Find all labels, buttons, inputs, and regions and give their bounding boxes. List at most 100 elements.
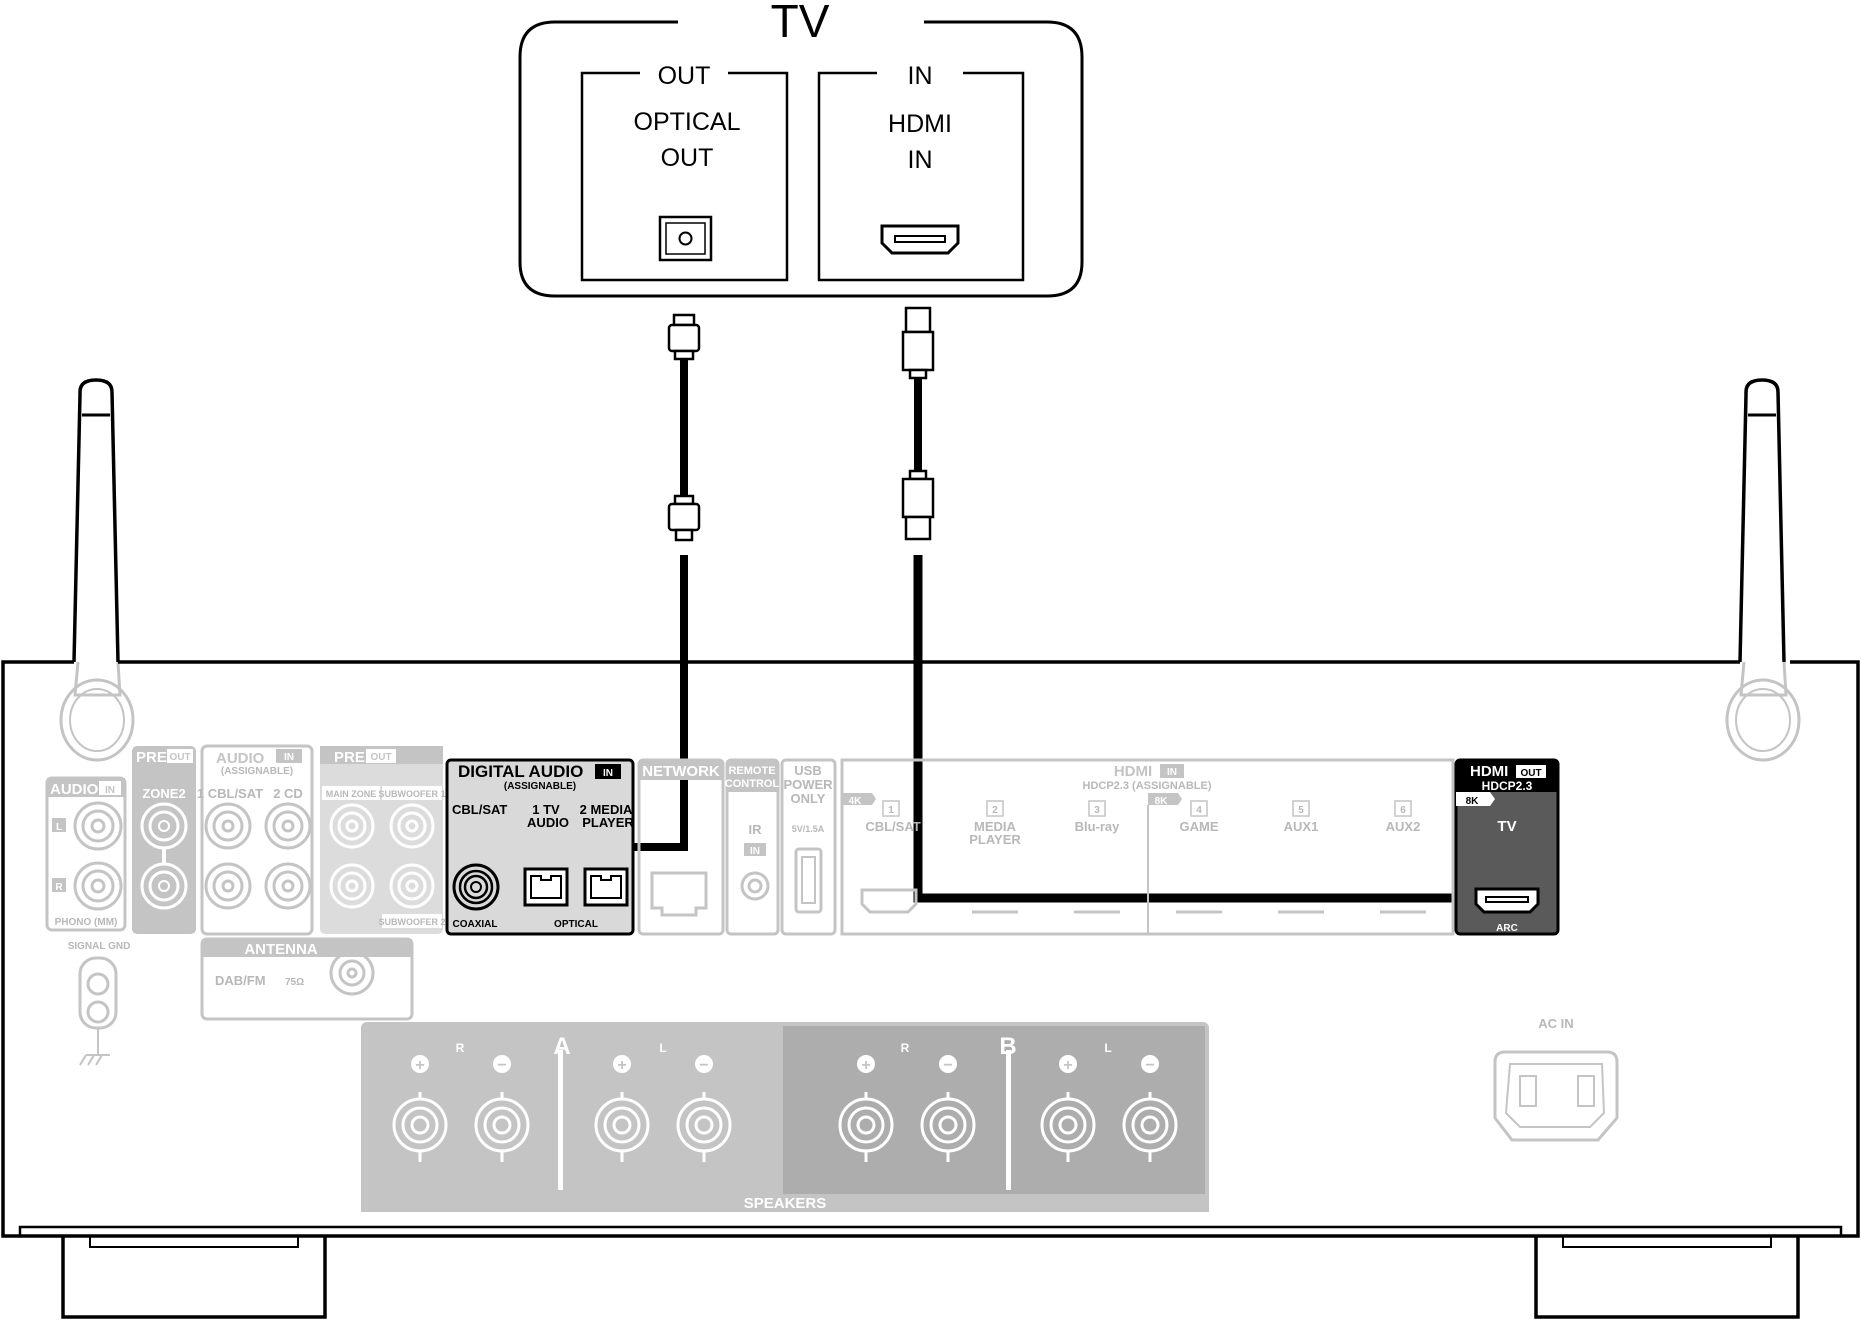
- tv-hdmi-in-line1: HDMI: [888, 110, 952, 138]
- subwoofer2-label: SUBWOOFER 2: [378, 917, 445, 927]
- digital-audio-ch2-name: PLAYER: [582, 815, 634, 830]
- hdmi-cable: [901, 306, 1504, 903]
- remote-line1: REMOTE: [728, 765, 775, 777]
- audio-in-ch2-label: 2 CD: [273, 786, 303, 801]
- speakers-b-label: B: [999, 1033, 1016, 1060]
- speaker-plus-minus-labels: + − + − + − + −: [415, 1057, 1154, 1074]
- antenna-header: ANTENNA: [244, 941, 317, 958]
- svg-text:1: 1: [888, 805, 894, 816]
- digital-audio-cbl-sat-label: CBL/SAT: [452, 802, 507, 817]
- ir-badge: IN: [750, 846, 760, 857]
- hdmi-input-6: 6 AUX2: [1380, 800, 1426, 914]
- optical-label: OPTICAL: [554, 919, 598, 930]
- phono-right-label: R: [55, 882, 63, 893]
- tv-hdmi-in-line2: IN: [908, 146, 933, 174]
- speakers-a-r-label: R: [456, 1041, 465, 1055]
- speakers-a-label: A: [553, 1033, 570, 1060]
- pre-out-main-badge: OUT: [370, 752, 391, 763]
- ethernet-port-icon: [650, 871, 708, 917]
- tv-optical-out-line2: OUT: [661, 144, 714, 172]
- tv-title: TV: [771, 0, 830, 47]
- hdmi-out-sub: HDCP2.3: [1482, 779, 1533, 793]
- pre-out-main-header: PRE: [334, 749, 365, 766]
- phono-left-jack: [73, 801, 123, 851]
- signal-gnd-label: SIGNAL GND: [68, 941, 131, 952]
- tv-outline: [518, 20, 1084, 298]
- antenna-left: [59, 378, 135, 762]
- digital-audio-ch1-name: AUDIO: [527, 815, 569, 830]
- hdmi-in-section: HDMI IN HDCP2.3 (ASSIGNABLE) 4K 8K 1 CBL…: [840, 758, 1455, 936]
- network-header: NETWORK: [642, 763, 720, 780]
- pre-out-zone2-section: PRE OUT ZONE2: [132, 746, 196, 934]
- speakers-section: SPEAKERS A B R L R L: [361, 1022, 1209, 1212]
- tv-in-label: IN: [908, 62, 933, 90]
- hdmi-in-badge: IN: [1167, 767, 1177, 778]
- svg-text:MEDIA: MEDIA: [974, 819, 1017, 834]
- svg-text:+: +: [617, 1057, 626, 1074]
- audio-in-phono-badge: IN: [105, 785, 115, 796]
- tv-out-label: OUT: [658, 62, 711, 90]
- ir-label: IR: [749, 822, 763, 837]
- speaker-polarity-marks: [411, 1055, 1159, 1073]
- svg-text:GAME: GAME: [1180, 819, 1219, 834]
- phono-left-label: L: [56, 822, 62, 833]
- tv-optical-port-icon: [658, 215, 713, 262]
- tv-in-panel: [817, 71, 1025, 282]
- svg-text:4: 4: [1196, 805, 1202, 816]
- optical-tv-audio-jack: [523, 867, 569, 907]
- svg-text:PLAYER: PLAYER: [969, 832, 1021, 847]
- speaker-terminals: [392, 1092, 1178, 1162]
- svg-text:Blu-ray: Blu-ray: [1075, 819, 1121, 834]
- usb-port-icon: [794, 847, 823, 914]
- subwoofer1-label: SUBWOOFER 1: [378, 789, 445, 799]
- remote-line2: CONTROL: [725, 778, 780, 790]
- digital-audio-section: DIGITAL AUDIO IN (ASSIGNABLE) CBL/SAT 1 …: [445, 758, 635, 936]
- digital-audio-badge: IN: [603, 768, 613, 779]
- audio-in-phono-section: AUDIO IN L R PHONO (MM) SIGNAL GND: [45, 776, 131, 1066]
- hdmi-out-header: HDMI: [1470, 763, 1508, 780]
- hdmi-out-8k-tag: 8K: [1466, 796, 1480, 807]
- speakers-a-l-label: L: [659, 1041, 666, 1055]
- usb-line1: USB: [794, 763, 821, 778]
- hdmi-input-5: 5 AUX1: [1278, 800, 1324, 914]
- hdmi-in-header: HDMI: [1114, 763, 1152, 780]
- svg-text:−: −: [497, 1057, 506, 1074]
- digital-audio-ch2-num: 2 MEDIA: [580, 802, 633, 817]
- speakers-b-l-label: L: [1104, 1041, 1111, 1055]
- hdmi-input-1: 1 CBL/SAT: [860, 800, 921, 914]
- audio-in-phono-header: AUDIO: [50, 781, 99, 798]
- hdmi-in-8k-tag: 8K: [1155, 796, 1169, 807]
- svg-text:6: 6: [1400, 805, 1406, 816]
- foot-right: [1534, 1236, 1800, 1319]
- hdmi-out-tv-label: TV: [1497, 818, 1516, 835]
- hdmi-input-2: 2 MEDIA PLAYER: [969, 800, 1021, 914]
- usb-line2: POWER: [783, 777, 833, 792]
- svg-text:3: 3: [1094, 805, 1100, 816]
- digital-audio-header: DIGITAL AUDIO: [458, 762, 583, 781]
- svg-text:+: +: [415, 1057, 424, 1074]
- antenna-ohm-label: 75Ω: [285, 977, 304, 988]
- hdmi-in-4k-tag: 4K: [849, 796, 863, 807]
- svg-text:AUX2: AUX2: [1386, 819, 1421, 834]
- speakers-b-r-label: R: [901, 1041, 910, 1055]
- main-zone-label: MAIN ZONE: [326, 789, 377, 799]
- hdmi-input-3: 3 Blu-ray: [1074, 800, 1121, 914]
- audio-in-assignable-section: AUDIO IN (ASSIGNABLE) 1 CBL/SAT 2 CD: [197, 744, 314, 936]
- tv-out-panel: [580, 71, 789, 282]
- usb-line3: ONLY: [791, 791, 826, 806]
- audio-in-assignable-sub: (ASSIGNABLE): [221, 766, 293, 777]
- remote-control-section: REMOTE CONTROL IR IN: [725, 758, 780, 936]
- pre-out-zone2-header: PRE: [136, 749, 167, 766]
- signal-gnd-terminal: [78, 956, 118, 1066]
- audio-in-ch1-label: 1 CBL/SAT: [197, 786, 263, 801]
- svg-text:−: −: [699, 1057, 708, 1074]
- svg-text:5: 5: [1298, 805, 1304, 816]
- svg-text:AUX1: AUX1: [1284, 819, 1319, 834]
- optical-media-player-jack: [583, 867, 629, 907]
- hdmi-in-sub: HDCP2.3 (ASSIGNABLE): [1083, 780, 1212, 792]
- ac-inlet-icon: [1493, 1050, 1619, 1142]
- digital-audio-sub: (ASSIGNABLE): [504, 781, 576, 792]
- hdmi-input-4: 4 GAME: [1176, 800, 1222, 914]
